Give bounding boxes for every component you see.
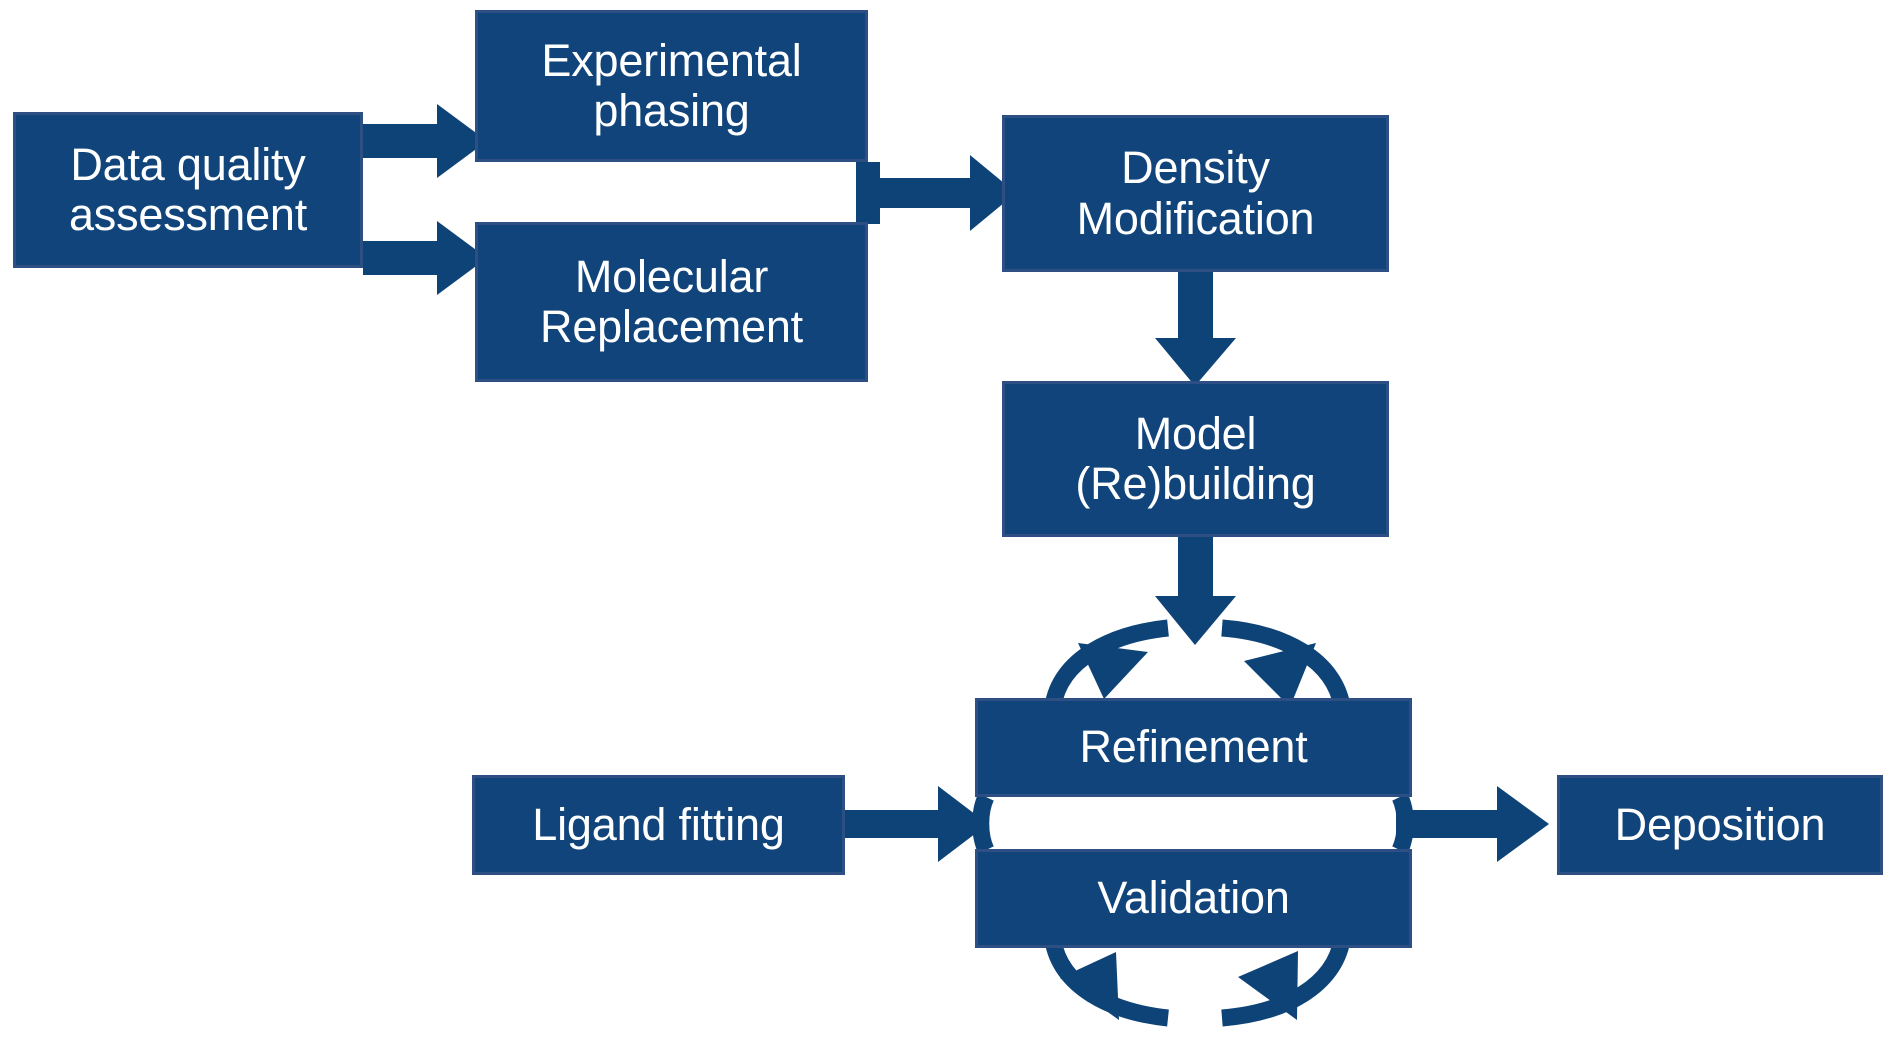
node-model-rebuilding[interactable]: Model (Re)building (1002, 381, 1389, 537)
cycle-arrowhead-bottom-right (1238, 951, 1298, 1020)
node-label-experimental-phasing: Experimental phasing (529, 34, 813, 137)
arrow-phasing-join-vertical (856, 162, 880, 224)
node-molecular-replacement[interactable]: Molecular Replacement (475, 222, 868, 382)
node-refinement[interactable]: Refinement (975, 698, 1412, 797)
arrow-cycle-to-deposition (1396, 786, 1549, 862)
node-label-molecular-replacement: Molecular Replacement (528, 250, 815, 353)
node-line-2: Replacement (540, 301, 803, 352)
cycle-arrowhead-top-left (1078, 643, 1148, 699)
node-label-data-quality-assessment: Data quality assessment (57, 138, 319, 241)
node-line-1: Deposition (1614, 798, 1826, 850)
node-line-1: Experimental (541, 34, 802, 86)
node-label-ligand-fitting: Ligand fitting (520, 798, 796, 850)
arrow-dataquality-to-expphasing (363, 104, 487, 178)
node-validation[interactable]: Validation (975, 849, 1412, 948)
node-label-model-rebuilding: Model (Re)building (1063, 407, 1327, 510)
node-label-refinement: Refinement (1067, 721, 1319, 773)
arrow-dataquality-to-molrep (363, 221, 487, 295)
node-experimental-phasing[interactable]: Experimental phasing (475, 10, 868, 162)
cycle-arc-right-gap (1392, 793, 1414, 854)
arrow-densitymod-to-rebuilding (1155, 272, 1236, 386)
cycle-arc-bottom-left (1044, 938, 1169, 1027)
node-deposition[interactable]: Deposition (1557, 775, 1883, 875)
arrow-ligand-to-cycle (845, 786, 988, 862)
node-line-2: Modification (1076, 192, 1315, 244)
node-data-quality-assessment[interactable]: Data quality assessment (13, 112, 363, 268)
node-line-1: Molecular (574, 250, 769, 302)
node-line-1: Density (1121, 142, 1270, 194)
node-ligand-fitting[interactable]: Ligand fitting (472, 775, 845, 875)
node-line-1: Data quality (70, 138, 306, 190)
node-line-2: phasing (593, 85, 750, 136)
node-label-deposition: Deposition (1603, 798, 1838, 850)
node-line-1: Refinement (1079, 721, 1308, 773)
node-label-validation: Validation (1085, 872, 1301, 924)
cycle-arc-top-right (1221, 619, 1351, 708)
node-line-1: Validation (1097, 872, 1290, 924)
node-line-1: Model (1134, 407, 1257, 459)
cycle-arrowhead-bottom-left (1060, 952, 1119, 1020)
node-density-modification[interactable]: Density Modification (1002, 115, 1389, 272)
arrow-rebuilding-to-refinement (1155, 537, 1236, 645)
node-line-1: Ligand fitting (532, 798, 785, 850)
arrow-to-densitymod (856, 155, 1016, 231)
cycle-arc-left-gap (972, 793, 994, 854)
node-label-density-modification: Density Modification (1065, 142, 1327, 244)
node-line-2: assessment (68, 189, 308, 240)
node-line-2: (Re)building (1075, 458, 1316, 509)
cycle-arc-top-left (1044, 619, 1169, 708)
cycle-arc-bottom-right (1221, 938, 1351, 1027)
